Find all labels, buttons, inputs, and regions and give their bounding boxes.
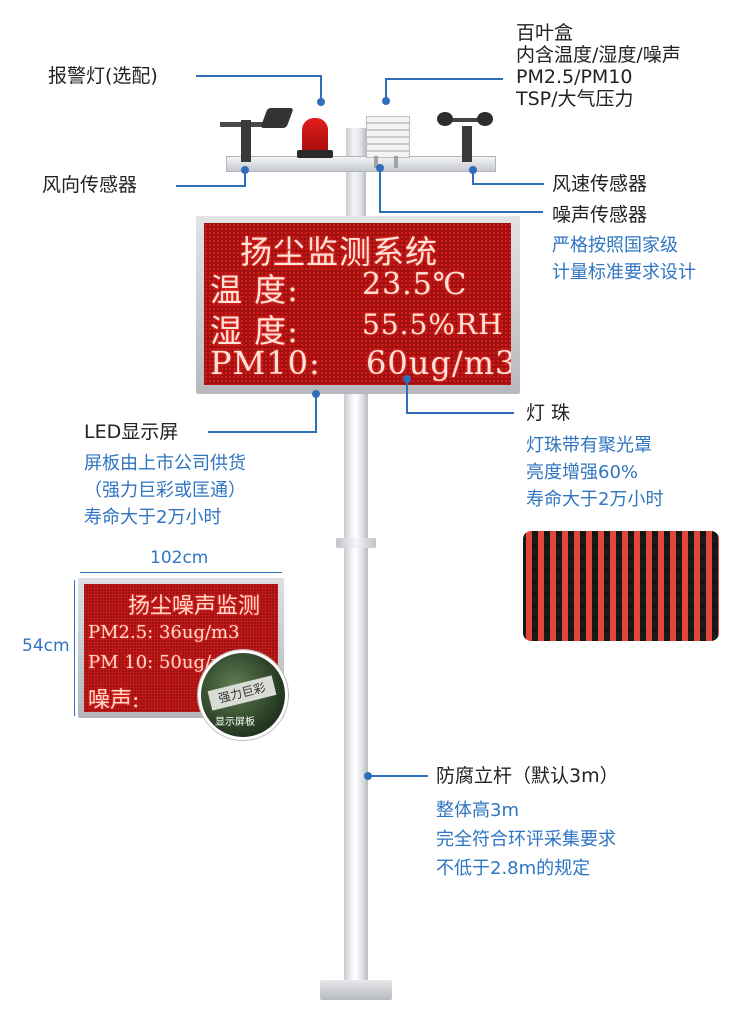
wind-speed-sensor <box>462 126 472 162</box>
callout-dot-bead <box>403 375 411 383</box>
callout-line-louver <box>385 78 387 100</box>
louver-line: TSP/大气压力 <box>516 88 634 110</box>
note-line: 屏板由上市公司供货 <box>84 453 246 474</box>
noise-sensor-note: 严格按照国家级 计量标准要求设计 <box>552 232 696 286</box>
note-line: 严格按照国家级 <box>552 235 678 256</box>
wind-direction-label: 风向传感器 <box>42 174 138 196</box>
callout-line-led <box>315 396 317 432</box>
callout-line-wind-direction <box>244 170 246 187</box>
circuit-label: 显示屏板 <box>215 717 255 728</box>
led-screen-label: LED显示屏 <box>84 421 179 443</box>
width-dimension-line <box>80 572 282 573</box>
alarm-light-label: 报警灯(选配) <box>48 65 158 87</box>
callout-dot-alarm <box>317 98 325 106</box>
wind-vane-fin <box>260 108 294 128</box>
pole-note: 整体高3m 完全符合环评采集要求 不低于2.8m的规定 <box>436 796 616 883</box>
louver-bracket <box>374 156 378 168</box>
callout-line-wind-direction <box>176 185 246 187</box>
circuit-board-inset: 强力巨彩 显示屏板 <box>198 650 288 740</box>
alarm-light <box>302 118 328 152</box>
note-line: 寿命大于2万小时 <box>526 489 664 510</box>
louver-bracket <box>394 156 398 168</box>
wind-speed-arm <box>440 118 492 122</box>
circuit-chip: 强力巨彩 <box>207 675 277 711</box>
note-line: 整体高3m <box>436 800 519 821</box>
callout-line-wind-speed <box>472 183 544 185</box>
alarm-light-base <box>297 150 333 158</box>
note-line: （强力巨彩或匡通） <box>84 480 246 501</box>
led-row-label: PM10: <box>210 344 321 382</box>
height-dimension-label: 54cm <box>22 636 70 656</box>
callout-dot-led <box>312 390 320 398</box>
led-title: 扬尘监测系统 <box>240 233 439 271</box>
callout-line-bead <box>406 412 514 414</box>
led-bead-closeup-image <box>523 531 719 641</box>
callout-line-led <box>208 431 317 433</box>
noise-sensor-label: 噪声传感器 <box>552 204 648 226</box>
led-display-screen: 扬尘监测系统 温 度: 23.5℃ 湿 度: 55.5%RH PM10: 60u… <box>204 223 511 385</box>
louver-box-label: 百叶盒 内含温度/湿度/噪声 PM2.5/PM10 TSP/大气压力 <box>516 22 681 110</box>
louver-line: 百叶盒 <box>516 22 574 44</box>
led-row-value: 60ug/m3 <box>366 344 511 382</box>
callout-dot-louver <box>382 97 390 105</box>
callout-line-noise <box>379 211 543 213</box>
callout-dot-noise <box>376 164 384 172</box>
callout-line-pole <box>370 775 428 777</box>
anemometer-cup <box>437 112 453 126</box>
louver-box <box>366 116 410 158</box>
lamp-bead-label: 灯 珠 <box>526 402 571 424</box>
note-line: 不低于2.8m的规定 <box>436 858 591 879</box>
pole-upper-section <box>346 128 366 220</box>
note-line: 完全符合环评采集要求 <box>436 829 616 850</box>
louver-line: PM2.5/PM10 <box>516 66 633 88</box>
callout-line-bead <box>406 381 408 413</box>
pole <box>344 392 368 984</box>
small-led-row: PM2.5: 36ug/m3 <box>88 622 240 643</box>
small-led-title: 扬尘噪声监测 <box>128 594 261 619</box>
led-screen-note: 屏板由上市公司供货 （强力巨彩或匡通） 寿命大于2万小时 <box>84 450 246 531</box>
anemometer-cup <box>477 112 493 126</box>
small-led-row: 噪声: <box>88 688 140 712</box>
callout-line-alarm <box>196 75 322 77</box>
pole-base <box>320 980 392 1000</box>
small-led-row: PM 10: 50ug/m3 <box>88 652 240 673</box>
wind-speed-label: 风速传感器 <box>552 173 648 195</box>
note-line: 亮度增强60% <box>526 462 639 483</box>
led-row-value: 55.5%RH <box>362 308 504 341</box>
width-dimension-label: 102cm <box>150 548 209 568</box>
wind-direction-sensor <box>241 120 251 162</box>
led-row-label: 湿 度: <box>210 312 299 350</box>
pole-flange <box>336 538 376 548</box>
lamp-bead-note: 灯珠带有聚光罩 亮度增强60% 寿命大于2万小时 <box>526 432 663 513</box>
note-line: 寿命大于2万小时 <box>84 507 222 528</box>
note-line: 灯珠带有聚光罩 <box>526 435 652 456</box>
callout-dot-wind-direction <box>241 166 249 174</box>
callout-dot-wind-speed <box>469 166 477 174</box>
pole-label: 防腐立杆（默认3m） <box>436 765 619 787</box>
note-line: 计量标准要求设计 <box>552 262 696 283</box>
callout-line-noise <box>379 170 381 212</box>
callout-line-wind-speed <box>472 170 474 184</box>
callout-dot-pole <box>364 772 372 780</box>
led-row-label: 温 度: <box>210 271 299 309</box>
callout-line-louver <box>385 78 503 80</box>
louver-line: 内含温度/湿度/噪声 <box>516 44 681 66</box>
callout-line-alarm <box>320 75 322 101</box>
crossarm <box>226 156 496 172</box>
wind-vane-arm <box>220 122 282 127</box>
led-row-value: 23.5℃ <box>362 267 468 302</box>
height-dimension-line <box>74 580 75 716</box>
